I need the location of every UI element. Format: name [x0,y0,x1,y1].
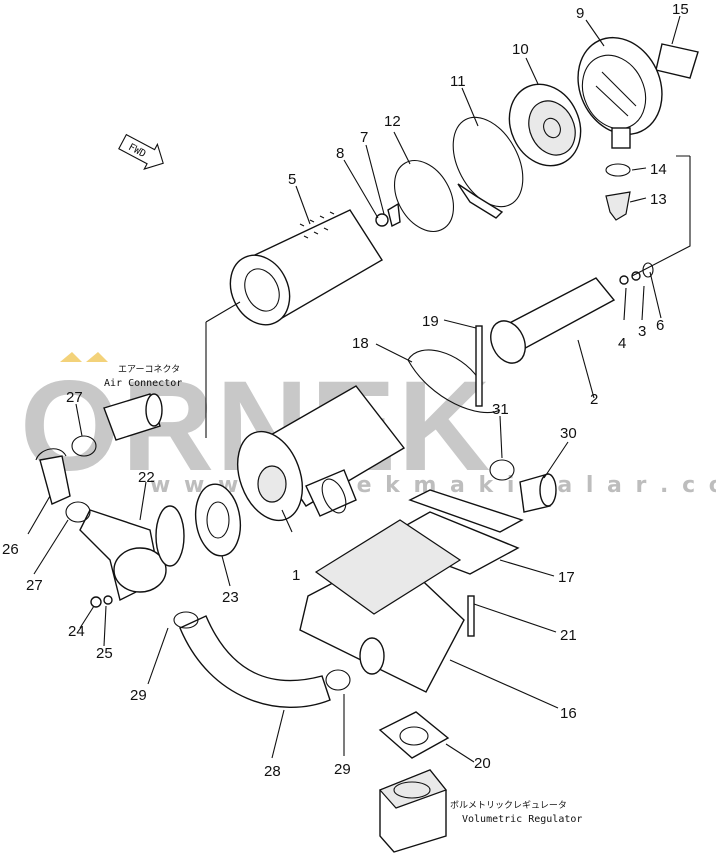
fwd-arrow: FWD [118,133,164,170]
callout-29-bottom: 29 [334,761,351,778]
callout-10: 10 [512,41,529,58]
clamp-band [452,116,524,219]
callout-23: 23 [222,589,239,606]
callout-22: 22 [138,469,155,486]
callout-24: 24 [68,623,85,640]
callout-21: 21 [560,627,577,644]
callout-6: 6 [656,317,664,334]
evacuator-valve [605,163,631,221]
callout-29-left: 29 [130,687,147,704]
mount-band [407,325,501,414]
o-ring [393,160,455,232]
air-connector-label-jp: エアーコネクタ [118,364,180,375]
sleeve [519,473,557,513]
callout-14: 14 [650,161,667,178]
callout-26: 26 [2,541,19,558]
callout-1: 1 [292,567,300,584]
callout-11: 11 [450,73,466,90]
volumetric-regulator-label: ボルメトリックレギュレータ Volumetric Regulator [450,800,582,825]
air-connector-label: エアーコネクタ Air Connector [104,364,182,389]
callout-31: 31 [492,401,509,418]
bracket [299,519,475,693]
cleaner-body [237,385,406,522]
dust-cover [577,36,663,149]
callout-16: 16 [560,705,577,722]
volumetric-regulator-label-en: Volumetric Regulator [462,814,582,825]
callout-30: 30 [560,425,577,442]
hose-clamp [489,459,515,481]
callout-27-top: 27 [66,389,83,406]
callout-19: 19 [422,313,439,330]
bolt-washer [375,202,401,228]
callout-12: 12 [384,113,401,130]
elbow-connector [79,505,185,602]
volumetric-regulator-label-jp: ボルメトリックレギュレータ [450,800,567,811]
label-plate [655,43,699,79]
outer-element [229,209,383,326]
callout-7: 7 [360,129,368,146]
callout-20: 20 [474,755,491,772]
air-connector-label-en: Air Connector [104,378,182,389]
inner-element [508,83,582,167]
clamp-29 [173,611,351,691]
watermark-logo-accent [60,352,108,362]
callout-17: 17 [558,569,575,586]
cover-strips [378,489,524,575]
volumetric-regulator [378,769,447,853]
callout-9: 9 [576,5,584,22]
clamp-27 [65,435,97,523]
callout-13: 13 [650,191,667,208]
callout-15: 15 [672,1,689,18]
callout-numbers: 1 2 3 4 5 6 7 8 9 10 11 12 13 14 15 16 1… [2,1,689,780]
flange-gasket [194,483,242,557]
safety-element [490,262,654,364]
callout-2: 2 [590,391,598,408]
air-connector [103,393,163,441]
callout-3: 3 [638,323,646,340]
callout-4: 4 [618,335,626,352]
leader-lines [27,15,691,763]
hose-28 [179,615,331,708]
callout-8: 8 [336,145,344,162]
hose-26 [35,448,71,505]
callout-5: 5 [288,171,296,188]
callout-18: 18 [352,335,369,352]
callout-25: 25 [96,645,113,662]
gasket [378,711,450,759]
callout-27-bottom: 27 [26,577,43,594]
nut-washer [90,595,113,608]
callout-28: 28 [264,763,281,780]
